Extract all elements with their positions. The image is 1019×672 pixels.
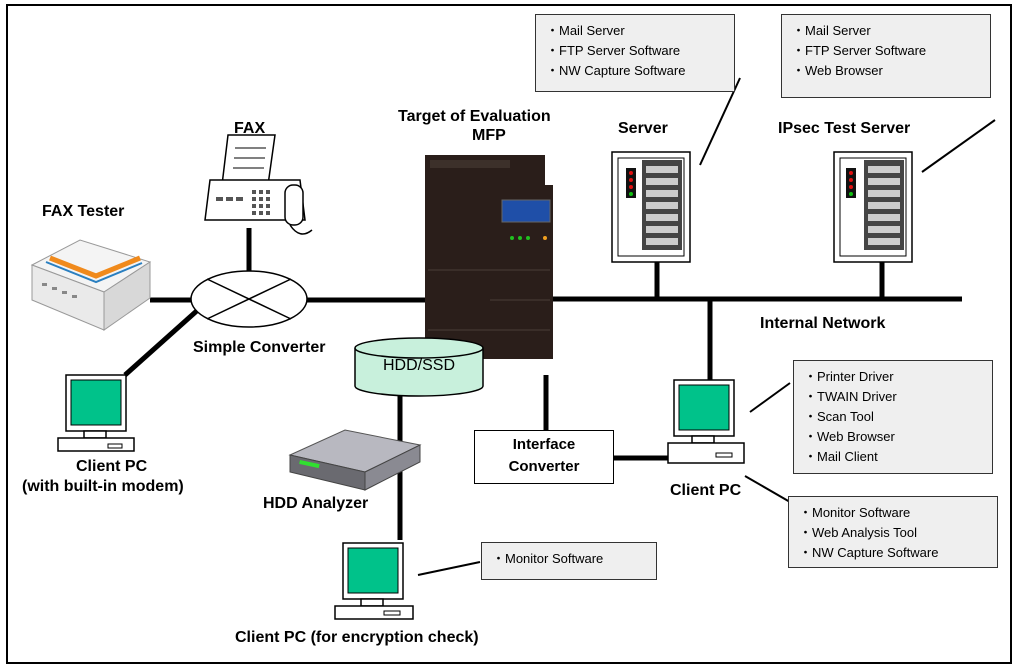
hdd-ssd-icon bbox=[354, 337, 484, 397]
client-tools-note-item: ・TWAIN Driver bbox=[804, 389, 897, 404]
client-pc-modem-icon bbox=[57, 374, 135, 452]
client-monitor-note: ・Monitor Software ・Web Analysis Tool ・NW… bbox=[788, 496, 998, 568]
encryption-monitor-note-item: ・Monitor Software bbox=[492, 551, 604, 566]
internal-network-label: Internal Network bbox=[760, 315, 886, 332]
client-tools-note-item: ・Printer Driver bbox=[804, 369, 894, 384]
server-label: Server bbox=[618, 120, 668, 137]
mfp-icon bbox=[425, 155, 553, 359]
fax-machine-icon bbox=[204, 134, 313, 235]
client-tools-note-item: ・Web Browser bbox=[804, 429, 895, 444]
client-monitor-callout bbox=[744, 475, 791, 503]
client-pc-encryption-icon bbox=[334, 542, 414, 620]
ipsec-note: ・Mail Server ・FTP Server Software ・Web B… bbox=[781, 14, 991, 98]
interface-converter-label-line2: Converter bbox=[508, 458, 580, 475]
fax-label: FAX bbox=[234, 120, 266, 137]
ipsec-note-item: ・FTP Server Software bbox=[792, 43, 927, 58]
client-monitor-note-item: ・Web Analysis Tool bbox=[799, 525, 918, 540]
ipsec-note-item: ・Mail Server bbox=[792, 23, 871, 38]
server-note: ・Mail Server ・FTP Server Software ・NW Ca… bbox=[535, 14, 735, 92]
hdd-ssd-label: HDD/SSD bbox=[382, 357, 455, 374]
client-tools-callout bbox=[749, 382, 791, 413]
server-note-item: ・FTP Server Software bbox=[546, 43, 681, 58]
client-pc-encryption-label: Client PC (for encryption check) bbox=[235, 629, 479, 646]
simple-converter-label: Simple Converter bbox=[193, 339, 326, 356]
encryption-callout bbox=[417, 561, 481, 576]
target-label-line1: Target of Evaluation bbox=[398, 108, 551, 125]
ipsec-server-icon bbox=[833, 151, 913, 263]
client-pc-right-label: Client PC bbox=[670, 482, 742, 499]
client-pc-modem-label-line2: (with built-in modem) bbox=[22, 478, 184, 495]
client-pc-modem-label-line1: Client PC bbox=[76, 458, 148, 475]
modem-client-link bbox=[123, 306, 202, 377]
interface-converter-box: Interface Converter bbox=[474, 430, 614, 484]
callout-lines bbox=[417, 77, 996, 576]
ipsec-note-item: ・Web Browser bbox=[792, 63, 883, 78]
server-note-item: ・NW Capture Software bbox=[546, 63, 686, 78]
hdd-analyzer-icon bbox=[288, 429, 422, 491]
interface-converter-label-line1: Interface bbox=[512, 436, 576, 453]
server-note-item: ・Mail Server bbox=[546, 23, 625, 38]
encryption-monitor-note: ・Monitor Software bbox=[481, 542, 657, 580]
client-tools-note-item: ・Mail Client bbox=[804, 449, 878, 464]
client-tools-note: ・Printer Driver ・TWAIN Driver ・Scan Tool… bbox=[793, 360, 993, 474]
server-icon bbox=[611, 151, 691, 263]
client-monitor-note-item: ・Monitor Software bbox=[799, 505, 911, 520]
server-callout bbox=[699, 77, 741, 166]
ipsec-server-label: IPsec Test Server bbox=[778, 120, 911, 137]
fax-tester-icon bbox=[30, 239, 152, 331]
target-label-line2: MFP bbox=[472, 127, 506, 144]
simple-converter-icon bbox=[190, 270, 308, 328]
fax-tester-label: FAX Tester bbox=[42, 203, 125, 220]
client-pc-right-icon bbox=[667, 379, 745, 464]
hdd-analyzer-label: HDD Analyzer bbox=[263, 495, 369, 512]
client-tools-note-item: ・Scan Tool bbox=[804, 409, 874, 424]
client-monitor-note-item: ・NW Capture Software bbox=[799, 545, 939, 560]
ipsec-callout bbox=[921, 119, 996, 173]
